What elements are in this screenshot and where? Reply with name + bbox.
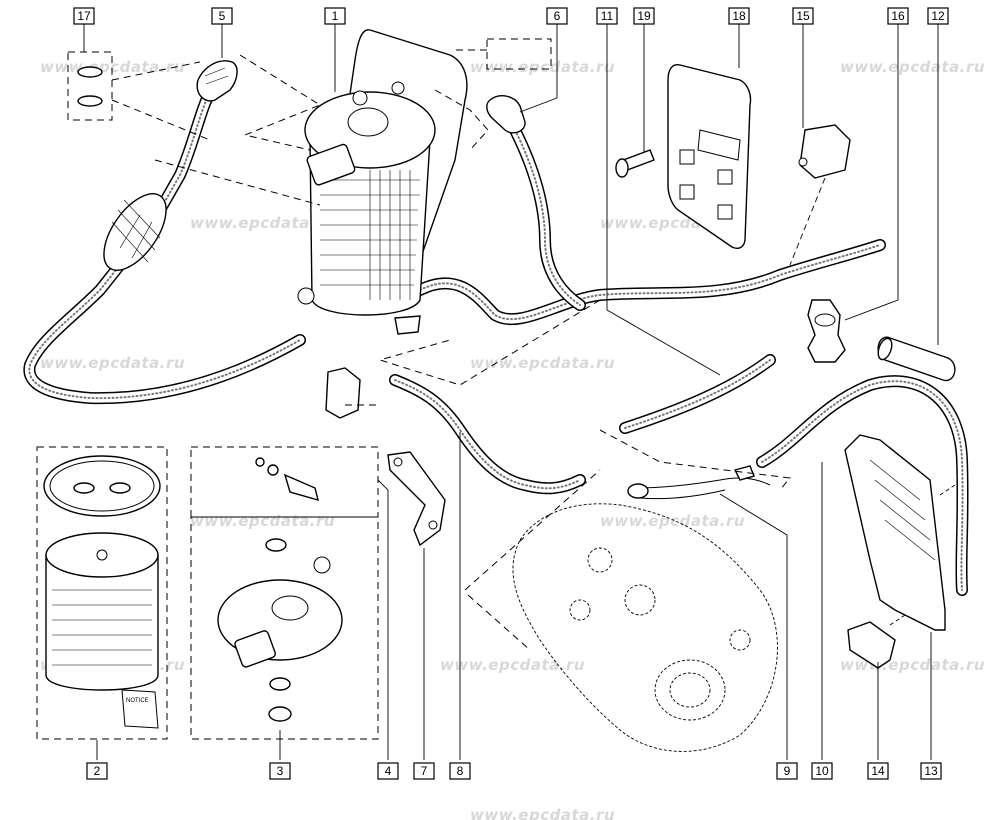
callout-15-label: 15 [796,9,810,23]
watermark: www.epcdata.ru [840,656,985,674]
callout-7-label: 7 [421,764,428,778]
fuel-filter-assembly [297,29,468,335]
callout-19: 19 [633,7,655,25]
watermark: www.epcdata.ru [470,806,615,820]
callout-10: 10 [811,762,833,780]
callout-19-label: 19 [637,9,651,23]
callout-17-label: 17 [77,9,91,23]
clip-15 [798,124,851,179]
watermark: www.epcdata.ru [440,656,585,674]
callout-17: 17 [73,7,95,25]
hose-10 [756,375,969,596]
bolt-19 [615,149,655,178]
callout-8-label: 8 [457,764,464,778]
callout-5-label: 5 [219,9,226,23]
connector-6 [486,95,526,134]
watermark: www.epcdata.ru [470,58,615,76]
callout-10-label: 10 [815,764,829,778]
engine-outline [512,503,778,752]
callout-6: 6 [546,7,568,25]
callout-15: 15 [792,7,814,25]
watermark: www.epcdata.ru [190,214,335,232]
callout-13: 13 [920,762,942,780]
callout-7: 7 [413,762,435,780]
hose-outlet-line [509,124,586,311]
watermark: www.epcdata.ru [40,354,185,372]
callout-6-label: 6 [554,9,561,23]
callout-5: 5 [211,7,233,25]
primer-bulb [103,193,167,271]
callout-8: 8 [449,762,471,780]
watermark: www.epcdata.ru [190,512,335,530]
callout-18-label: 18 [732,9,746,23]
dashed-guide-lines [111,38,791,651]
clip-4 [325,367,361,419]
filter-element-kit-2: NOTICE [36,446,168,740]
watermark: www.epcdata.ru [840,58,985,76]
callout-4: 4 [377,762,399,780]
pipe-8 [389,374,586,495]
notice-label: NOTICE [126,698,149,704]
callout-9-label: 9 [784,764,791,778]
callout-11: 11 [596,7,618,25]
callout-16: 16 [887,7,909,25]
callout-11-label: 11 [601,9,614,23]
watermark: www.epcdata.ru [470,354,615,372]
watermark: www.epcdata.ru [600,512,745,530]
callout-3: 3 [269,762,291,780]
sleeve-12 [877,336,956,382]
leader-lines [83,24,956,760]
callout-14: 14 [867,762,889,780]
callout-3-label: 3 [277,764,284,778]
callout-13-label: 13 [924,764,938,778]
callout-2: 2 [86,762,108,780]
callout-1: 1 [324,7,346,25]
callout-9: 9 [776,762,798,780]
hose-primer-bulb-line [23,82,306,405]
bracket-18 [667,63,752,249]
callout-2-label: 2 [94,764,101,778]
callout-1-label: 1 [332,9,339,23]
hose-11 [619,354,776,434]
o-ring-kit-17 [67,51,113,121]
notice-leaflet: NOTICE [121,689,159,729]
callout-16-label: 16 [891,9,905,23]
connector-5 [196,60,238,102]
bracket-7 [387,451,446,547]
callout-14-label: 14 [871,764,885,778]
callout-4-label: 4 [385,764,392,778]
callout-12: 12 [927,7,949,25]
filter-head-kit-3 [190,446,379,740]
callout-12-label: 12 [931,9,945,23]
hose-return-line [414,239,886,326]
watermark: www.epcdata.ru [40,58,185,76]
harness-9 [627,465,771,500]
clip-16 [807,299,846,363]
heat-shield-13 [844,434,946,631]
callout-18: 18 [728,7,750,25]
clip-14 [847,621,896,669]
